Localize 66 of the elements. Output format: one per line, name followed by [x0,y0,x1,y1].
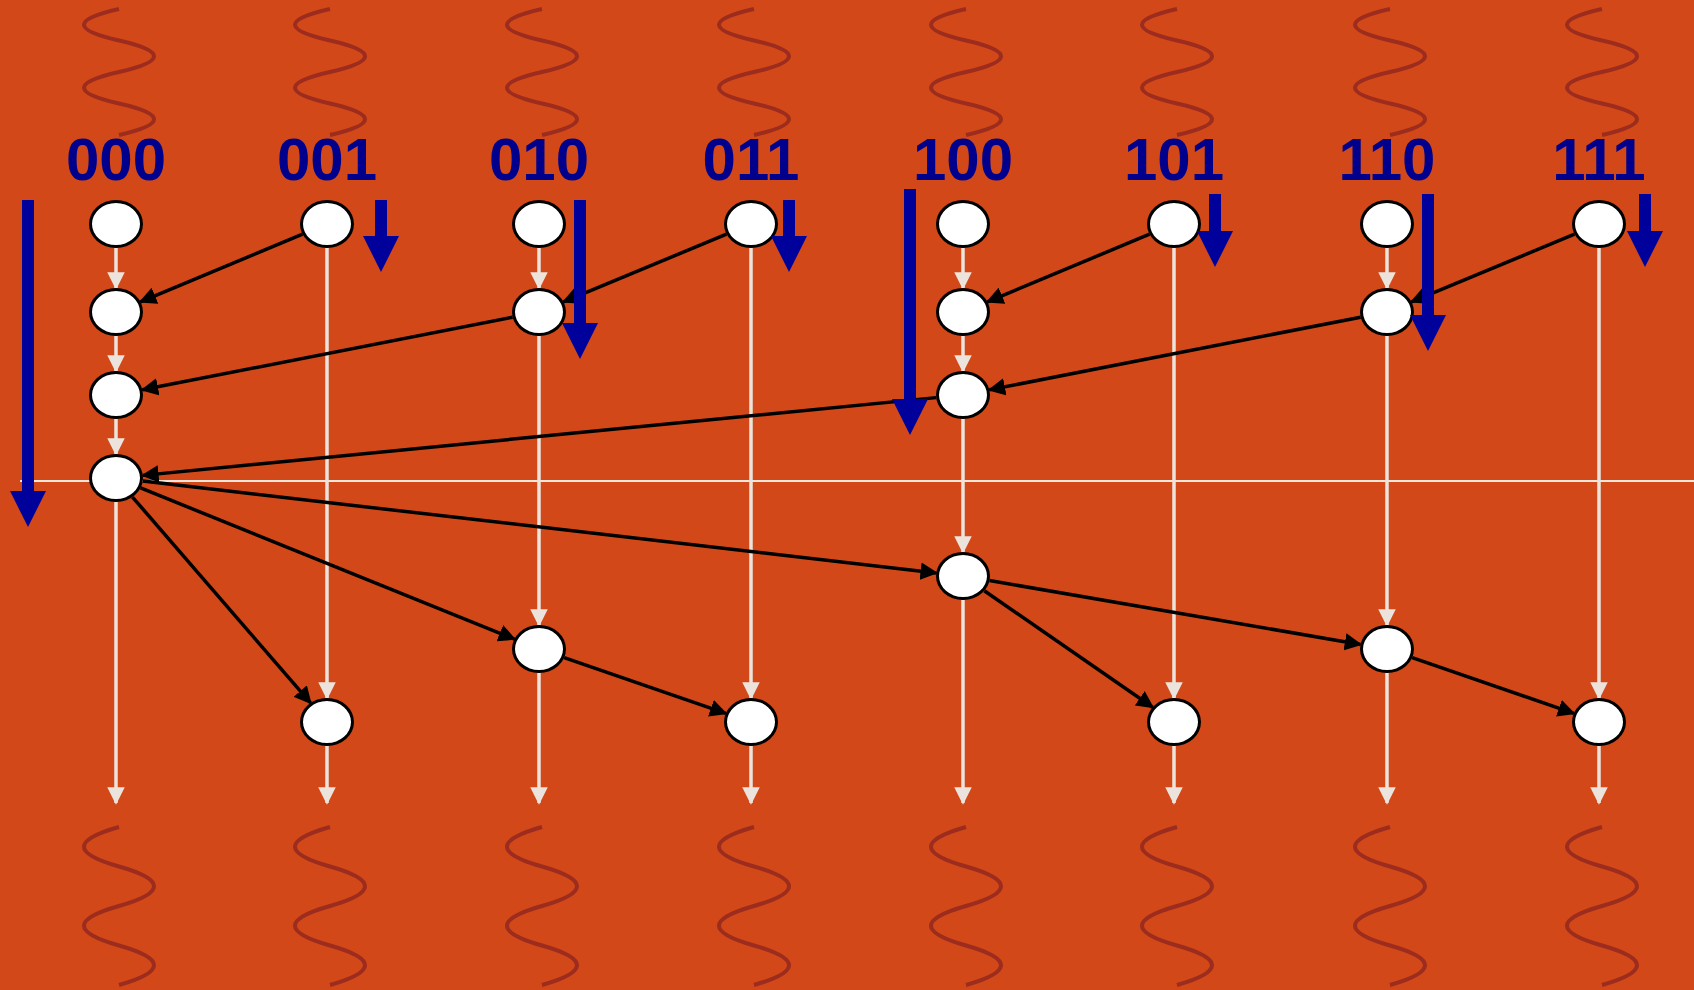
arrow [107,419,125,456]
arrow [742,746,760,805]
arrow [985,232,1151,304]
node-circle [724,200,778,248]
arrow [742,248,760,700]
node-circle [1360,200,1414,248]
arrow [1590,248,1608,700]
arrow [140,315,513,396]
node-circle [300,200,354,248]
arrow [530,248,548,290]
arrow [1165,746,1183,805]
node-circle [1360,625,1414,673]
arrow [983,589,1155,709]
node-circle [1572,698,1626,746]
node-circle [89,454,143,502]
arrow [530,673,548,805]
arrow [1165,248,1183,700]
arrow [1378,336,1396,627]
column-label: 110 [1337,130,1437,190]
column-label: 100 [911,130,1015,190]
node-circle [1147,200,1201,248]
arrow [530,336,548,627]
arrow [563,656,728,717]
node-circle [512,200,566,248]
node-circle [936,200,990,248]
arrow [987,315,1361,396]
column-label: 011 [701,130,801,190]
node-circle [512,625,566,673]
arrow [318,746,336,805]
column-label: 111 [1551,130,1647,190]
arrow [107,502,125,805]
node-circle [1360,288,1414,336]
arrow [1378,673,1396,805]
node-circle [936,371,990,419]
arrow [1590,746,1608,805]
node-circle [89,288,143,336]
node-circle [89,371,143,419]
node-circle [1147,698,1201,746]
column-label: 101 [1122,130,1226,190]
arrow [989,578,1363,651]
arrow [561,232,728,304]
arrow [1378,248,1396,290]
arrow [131,495,312,705]
column-label: 001 [275,130,379,190]
column-label: 000 [64,130,168,190]
arrow [142,479,938,580]
arrow [954,248,972,290]
arrow [107,248,125,290]
node-circle [936,288,990,336]
node-circle [1572,200,1626,248]
arrow [138,232,304,304]
arrow [318,248,336,700]
arrow [954,336,972,373]
node-circle [300,698,354,746]
node-circle [724,698,778,746]
node-circle [512,288,566,336]
node-circle [89,200,143,248]
column-label: 010 [487,130,591,190]
arrow [954,600,972,805]
arrow [139,486,517,642]
arrow [1411,656,1576,717]
arrow [107,336,125,373]
arrow [1409,232,1576,304]
node-circle [936,552,990,600]
arrow [954,419,972,554]
arrow [141,395,937,483]
